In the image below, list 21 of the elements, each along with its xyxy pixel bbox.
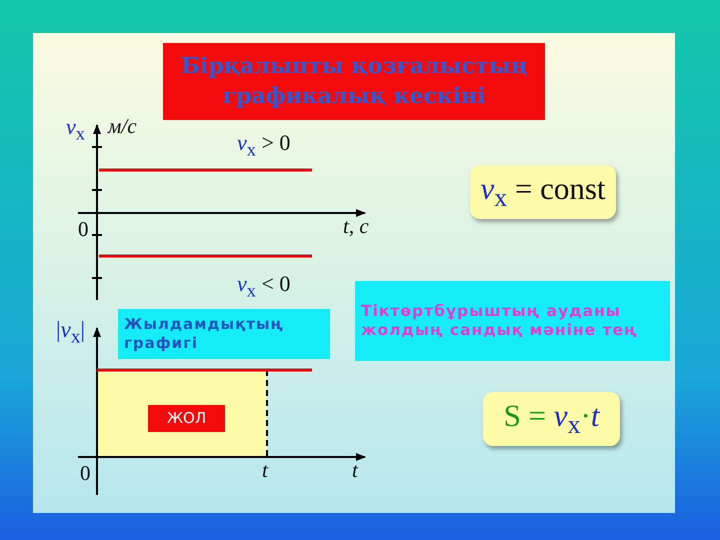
formula: v$_{x}$ = const (480, 170, 606, 214)
unit-label: м/с (108, 116, 137, 137)
axis-label: t (352, 460, 358, 481)
origin-label: 0 (80, 463, 90, 484)
graph-label: v$_{x}$ < 0 (237, 273, 290, 300)
formula-box (470, 165, 616, 219)
origin-label: 0 (78, 219, 88, 240)
formula-box (483, 392, 620, 446)
caption-box (118, 309, 330, 359)
path-label-box (148, 405, 225, 432)
path-label: ЖОЛ (166, 409, 206, 428)
note-text: Тіктөртбұрыштың ауданы жолдың сандық мәніне тең (361, 302, 639, 340)
caption-text: Жылдамдықтың графигі (124, 315, 285, 353)
formula: S = v$_{x}$·t (504, 396, 600, 441)
axis-label: v$_{x}$ (66, 116, 85, 143)
note-box (355, 281, 670, 361)
axis-label: |v$_{x}$| (56, 318, 86, 347)
axis-label: t, с (343, 216, 369, 237)
tick-label: t (262, 460, 268, 481)
title: Бірқалыпты қозғалыстың графикалық кескіні (163, 43, 545, 120)
graph-label: v$_{x}$ > 0 (237, 132, 290, 159)
